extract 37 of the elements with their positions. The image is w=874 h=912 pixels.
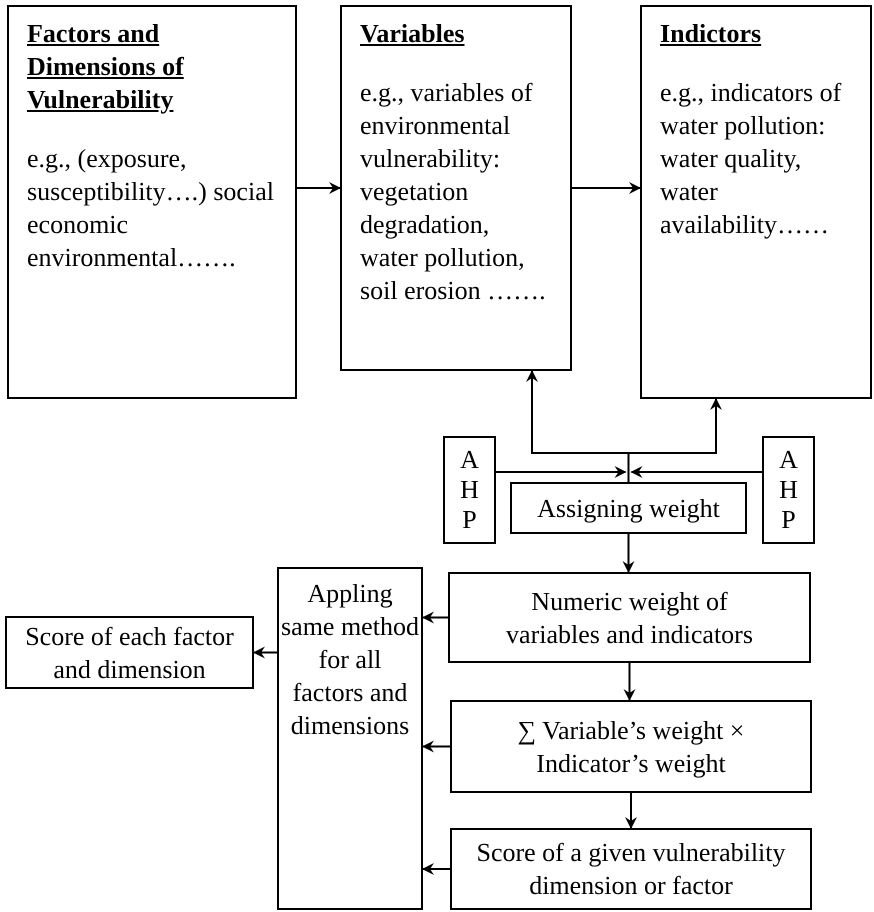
- process-box: [277, 567, 423, 910]
- arrow: [422, 863, 450, 875]
- box-label: Score of a given vulnerability dimension or factor: [475, 837, 787, 902]
- arrow: [630, 466, 762, 478]
- box-label: Score of each factor and dimension: [24, 620, 235, 686]
- arrow: [572, 182, 641, 194]
- formula-box: [450, 700, 812, 793]
- method-box: [443, 436, 496, 544]
- arrow: [422, 612, 448, 624]
- process-box: [448, 572, 811, 663]
- box-text: e.g., indicators of water pollution: water quality, water availability……: [660, 77, 842, 241]
- indicators-box: [640, 5, 872, 399]
- box-heading: Indictors: [660, 18, 762, 50]
- arrow: [628, 398, 722, 482]
- arrow: [297, 182, 341, 194]
- arrow: [624, 663, 636, 701]
- factor-box: [7, 5, 297, 399]
- result-box: [5, 616, 254, 689]
- box-heading: Factors and Dimensions of Vulnerability: [27, 18, 185, 116]
- box-label: Appling same method for all factors and dimensions: [280, 578, 420, 742]
- variables-box: [340, 5, 572, 371]
- box-heading: Variables: [360, 18, 466, 50]
- arrow: [496, 466, 626, 478]
- arrow: [622, 534, 634, 573]
- box-text: e.g., (exposure, susceptibility….) social economic environmental…….: [27, 143, 275, 274]
- arrow: [253, 646, 277, 658]
- method-box: [762, 436, 815, 544]
- result-box: [450, 828, 812, 910]
- process-box: [510, 482, 747, 534]
- arrow: [625, 793, 637, 829]
- box-label: AHP: [778, 445, 799, 535]
- box-label: ∑ Variable’s weight × Indicator’s weight: [516, 714, 746, 780]
- box-text: e.g., variables of environmental vulnerability: vegetation degradation, water pollution, soil erosion …….: [360, 77, 547, 307]
- box-label: Numeric weight of variables and indicators: [505, 586, 754, 650]
- box-label: AHP: [459, 445, 480, 535]
- arrow: [422, 740, 450, 752]
- box-label: Assigning weight: [536, 492, 721, 524]
